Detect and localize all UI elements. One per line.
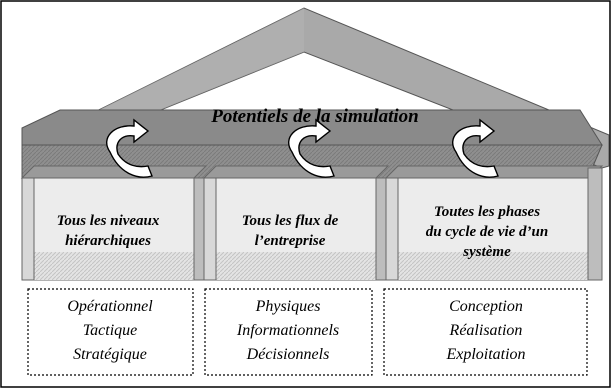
items-box-2: Physiques Informationnels Décisionnels bbox=[204, 288, 373, 376]
box-1-item-3: Stratégique bbox=[73, 346, 147, 363]
curved-arrow-icon bbox=[106, 118, 153, 178]
pillar-1-title-line-1: Tous les niveaux bbox=[57, 213, 160, 229]
items-box-1: Opérationnel Tactique Stratégique bbox=[27, 288, 194, 376]
pillar-1: Tous les niveaux hiérarchiques bbox=[20, 165, 208, 281]
pillar-3-title-line-2: du cycle de vie d’un bbox=[426, 224, 548, 240]
box-2-item-2: Informationnels bbox=[236, 322, 339, 339]
pillar-3: Toutes les phases du cycle de vie d’un s… bbox=[384, 165, 604, 281]
pillar-2-title-line-2: l’entreprise bbox=[255, 233, 326, 249]
curved-arrow-icon bbox=[288, 118, 335, 178]
curved-arrow-icon bbox=[452, 118, 499, 178]
box-3-item-1: Conception bbox=[449, 298, 523, 315]
box-1-item-2: Tactique bbox=[83, 322, 138, 339]
roof-title: Potentiels de la simulation bbox=[210, 106, 418, 127]
pillar-3-title-line-1: Toutes les phases bbox=[434, 204, 540, 220]
items-box-3: Conception Réalisation Exploitation bbox=[383, 288, 588, 376]
pillar-2: Tous les flux de l’entreprise bbox=[202, 165, 390, 281]
box-3-item-3: Exploitation bbox=[445, 346, 525, 363]
box-2-item-1: Physiques bbox=[255, 298, 321, 315]
box-1-item-1: Opérationnel bbox=[67, 298, 153, 315]
box-2-item-3: Décisionnels bbox=[246, 346, 330, 363]
pillar-3-title-line-3: système bbox=[462, 244, 511, 260]
pillar-2-title-line-1: Tous les flux de bbox=[242, 213, 339, 229]
box-3-item-2: Réalisation bbox=[449, 322, 523, 339]
pillar-1-title-line-2: hiérarchiques bbox=[65, 233, 151, 249]
